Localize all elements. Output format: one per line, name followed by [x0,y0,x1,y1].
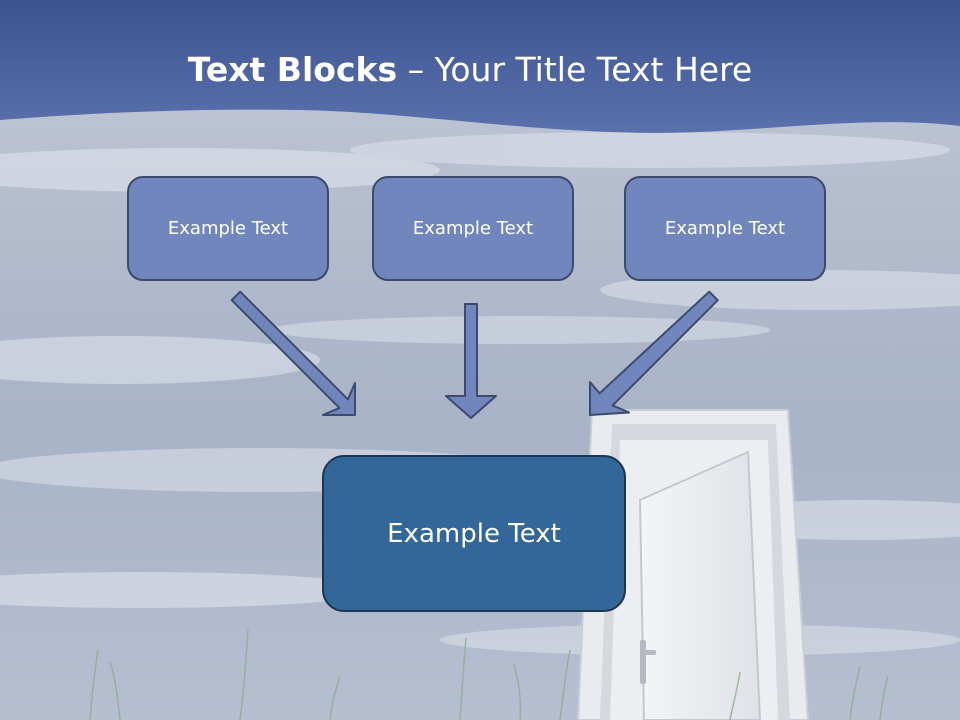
source-box-2-label: Example Text [412,218,534,239]
source-box-3-label: Example Text [664,218,786,239]
door-illustration [576,409,810,720]
title-separator: – [407,50,425,89]
arrow-left [230,290,356,416]
title-rest: Your Title Text Here [434,50,753,89]
header-band [0,0,960,133]
source-box-3: Example Text [624,176,826,281]
slide-title: Text Blocks – Your Title Text Here [0,50,940,89]
title-bold: Text Blocks [187,50,398,89]
source-box-1-label: Example Text [167,218,289,239]
source-box-2: Example Text [372,176,574,281]
target-box: Example Text [322,455,626,612]
source-box-1: Example Text [127,176,329,281]
grass [89,629,889,720]
arrow-middle [445,303,497,419]
target-box-label: Example Text [387,518,561,549]
arrow-right [589,290,719,416]
